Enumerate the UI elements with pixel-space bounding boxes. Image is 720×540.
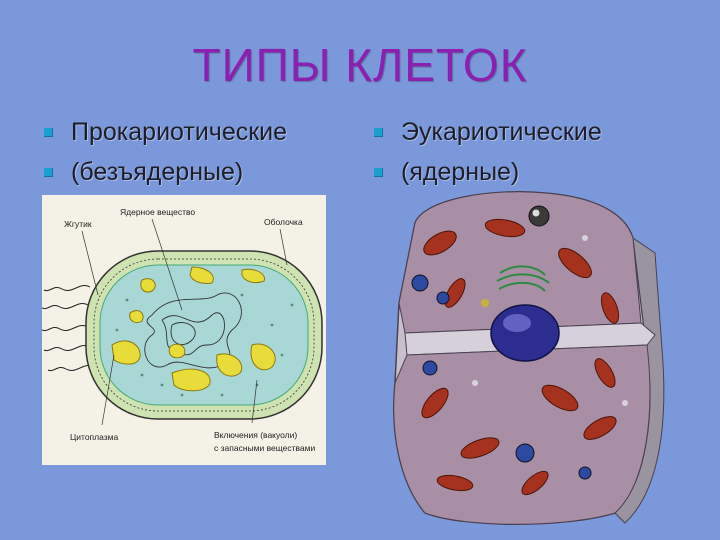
prokaryote-cell-diagram: Жгутик Ядерное вещество Оболочка Цитопла… <box>42 195 326 465</box>
eukaryote-sublabel: (ядерные) <box>401 157 520 186</box>
list-item: Эукариотические <box>374 112 602 152</box>
list-item: (ядерные) <box>374 152 602 192</box>
label-inclusions-sub: с запасными веществами <box>214 443 315 453</box>
golgi-apparatus <box>496 265 550 292</box>
vesicles <box>411 235 628 480</box>
cytoplasm <box>99 264 309 406</box>
flagella <box>42 285 95 372</box>
square-bullet-icon <box>374 167 383 177</box>
label-membrane: Оболочка <box>264 217 303 227</box>
centriole-highlight <box>532 209 540 217</box>
leader-lines <box>81 218 288 426</box>
label-cytoplasm: Цитоплазма <box>70 432 118 442</box>
label-nuclear-substance: Ядерное вещество <box>120 207 195 217</box>
nucleus <box>490 304 560 362</box>
prokaryote-sublabel: (безъядерные) <box>71 157 244 186</box>
eukaryote-label: Эукариотические <box>401 117 602 146</box>
prokaryote-label: Прокариотические <box>71 117 288 146</box>
slide-title: ТИПЫ КЛЕТОК <box>192 39 528 91</box>
inclusions <box>111 266 276 392</box>
label-inclusions: Включения (вакуоли) <box>214 430 297 440</box>
centriole <box>528 205 550 227</box>
nucleolus <box>503 314 531 332</box>
prokaryote-list: Прокариотические (безъядерные) <box>44 112 287 192</box>
eukaryote-cell-illustration <box>393 191 665 525</box>
square-bullet-icon <box>44 127 53 137</box>
square-bullet-icon <box>374 127 383 137</box>
list-item: (безъядерные) <box>44 152 287 192</box>
mitochondria <box>421 218 620 496</box>
cell-membrane <box>93 258 315 412</box>
eukaryote-list: Эукариотические (ядерные) <box>374 112 602 192</box>
list-item: Прокариотические <box>44 112 287 152</box>
square-bullet-icon <box>44 167 53 177</box>
label-flagellum: Жгутик <box>64 219 92 229</box>
